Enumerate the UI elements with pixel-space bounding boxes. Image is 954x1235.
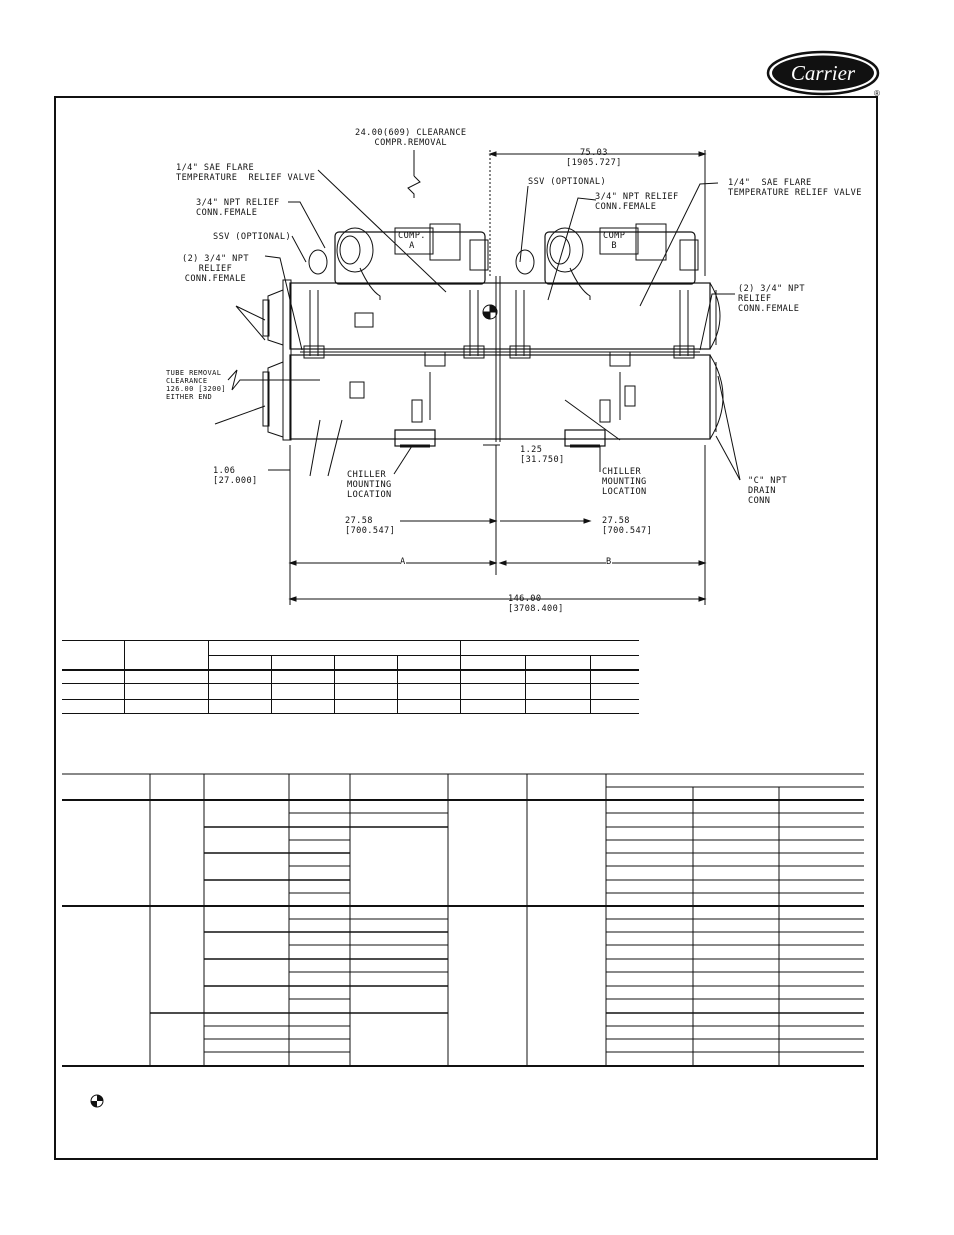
- dimension-2758-left-label: 27.58 [700.547]: [345, 516, 396, 536]
- dimension-106-label: 1.06 [27.000]: [213, 466, 258, 486]
- carrier-logo-text: Carrier: [791, 61, 856, 85]
- right-flare-relief-valve-label: 1/4" SAE FLARE TEMPERATURE RELIEF VALVE: [728, 178, 862, 198]
- compressor-clearance-label: 24.00(609) CLEARANCE COMPR.REMOVAL: [355, 128, 467, 148]
- registered-mark: ®: [874, 89, 880, 97]
- dimension-125-label: 1.25 [31.750]: [520, 445, 565, 465]
- drain-connection-label: "C" NPT DRAIN CONN: [748, 476, 788, 506]
- dimension-75-label: 75.03 [1905.727]: [566, 148, 622, 168]
- dimension-146-label: 146.00 [3708.400]: [508, 594, 564, 614]
- right-mounting-location-label: CHILLER MOUNTING LOCATION: [602, 467, 647, 497]
- dimension-b-label: B: [606, 557, 612, 567]
- left-2x-relief-label: (2) 3/4" NPT RELIEF CONN.FEMALE: [182, 254, 249, 284]
- left-flare-relief-valve-label: 1/4" SAE FLARE TEMPERATURE RELIEF VALVE: [176, 163, 316, 183]
- drawing-frame: [54, 96, 878, 1160]
- compressor-b-label: COMP B: [603, 231, 626, 251]
- tube-removal-clearance-label: TUBE REMOVAL CLEARANCE 126.00 [3200] EIT…: [166, 369, 226, 401]
- right-npt-relief-label: 3/4" NPT RELIEF CONN.FEMALE: [595, 192, 679, 212]
- right-2x-relief-label: (2) 3/4" NPT RELIEF CONN.FEMALE: [738, 284, 805, 314]
- dimension-table: [62, 640, 639, 714]
- center-of-gravity-icon: [90, 1094, 104, 1108]
- compressor-a-label: COMP. A: [398, 231, 426, 251]
- right-ssv-label: SSV (OPTIONAL): [528, 177, 607, 187]
- left-mounting-location-label: CHILLER MOUNTING LOCATION: [347, 470, 392, 500]
- carrier-logo: Carrier ®: [766, 50, 880, 97]
- left-npt-relief-label: 3/4" NPT RELIEF CONN.FEMALE: [196, 198, 280, 218]
- dimension-a-label: A: [400, 557, 406, 567]
- left-ssv-label: SSV (OPTIONAL): [213, 232, 292, 242]
- dimension-2758-right-label: 27.58 [700.547]: [602, 516, 653, 536]
